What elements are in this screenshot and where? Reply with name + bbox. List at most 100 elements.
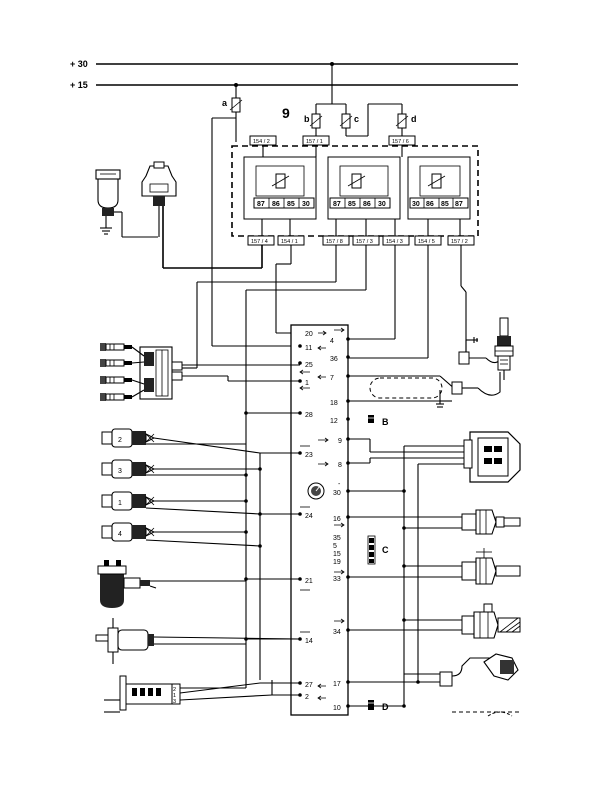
ecu-pin-15: 15	[333, 551, 341, 558]
gauge-icon	[307, 482, 325, 500]
ecu-pin-25: 25	[305, 362, 313, 369]
air-temp-sensor	[348, 548, 521, 585]
relay-1-pin-87: 87	[257, 201, 265, 208]
throttle-pin-3: 3	[173, 699, 176, 705]
ecu-pin-5: 5	[333, 543, 337, 550]
ecu-pin-30: 30	[333, 490, 341, 497]
fuse-c-label: c	[354, 114, 359, 124]
injector-1-number: 1	[118, 500, 122, 507]
ecu-pin-9: 9	[338, 438, 342, 445]
spark-plug-4-icon	[100, 389, 145, 401]
ecu-pin-28: 28	[305, 412, 313, 419]
ecu-pin-35: 35	[333, 535, 341, 542]
throttle-pin-2: 1	[173, 693, 176, 699]
fuel-pump-assembly	[95, 161, 263, 269]
ecu-pin-7: 7	[330, 375, 334, 382]
rail-15-label: + 15	[70, 80, 88, 90]
purge-valve-icon	[97, 560, 246, 608]
spark-plug-2-icon	[100, 359, 145, 367]
ecu-body	[290, 324, 349, 716]
ignition-coil	[139, 346, 300, 400]
fuses: a b c d 9	[211, 64, 417, 346]
bottom-connector-1	[247, 235, 275, 246]
fuse-d-label: d	[411, 114, 417, 124]
bottom-connector-3-label: 157 / 8	[326, 239, 343, 245]
top-connector-2-label: 157 / 1	[306, 139, 323, 145]
ecu-left-pins: 20 11 25 1 28 23 24 21 14 27 2	[298, 330, 327, 701]
injector-2: 2	[101, 428, 261, 454]
ecu-pin-18: 18	[330, 400, 338, 407]
injector-3: 3	[101, 459, 262, 479]
relay-2-pin-30: 30	[378, 201, 386, 208]
air-temp-sensor-icon	[461, 548, 521, 585]
connector-c-label: C	[382, 545, 389, 555]
ecu-pin-21: 21	[305, 578, 313, 585]
throttle-sensor-icon: 2 1 3	[104, 675, 273, 713]
oxygen-sensor-icon	[494, 317, 514, 380]
relay-3-pin-85: 85	[441, 201, 449, 208]
top-connector-1-label: 154 / 2	[253, 139, 270, 145]
ecu-pin-11: 11	[305, 345, 312, 352]
injector-4: 4	[101, 522, 262, 548]
relay-2-pin-87: 87	[333, 201, 341, 208]
bottom-connector-7-label: 157 / 2	[451, 239, 468, 245]
connector-d-label: D	[382, 702, 389, 712]
top-connectors: 154 / 2 157 / 1 157 / 6	[249, 135, 416, 146]
relay-block: 87 86 85 30 87 85 86 30	[231, 145, 479, 237]
partial-outline	[452, 711, 520, 717]
ecu-pin-36: 36	[330, 356, 338, 363]
injectors: 2 3 1	[101, 428, 262, 548]
fuel-filter-icon	[95, 169, 158, 238]
ecu-pin-12: 12	[330, 418, 338, 425]
bottom-connector-1-label: 157 / 4	[251, 239, 268, 245]
relay-block-label: 9	[282, 105, 290, 121]
relay-1-pin-30: 30	[302, 201, 310, 208]
throttle-pin-1: 2	[173, 687, 176, 693]
relay-1-pin-86: 86	[272, 201, 280, 208]
fuse-b-label: b	[304, 114, 310, 124]
coolant-sensor	[348, 489, 521, 535]
fuse-a-label: a	[222, 98, 228, 108]
spark-plug-3-icon	[100, 376, 145, 385]
ecu-pin-8: 8	[338, 462, 342, 469]
injector-3-number: 3	[118, 468, 122, 475]
ecu-pin-27: 27	[305, 682, 313, 689]
relay-3-pin-86: 86	[426, 201, 434, 208]
relay-2: 87 85 86 30	[327, 156, 401, 220]
relay-3: 30 86 85 87	[407, 156, 471, 220]
ecu-pin-4: 4	[330, 338, 334, 345]
relay-1-pin-85: 85	[287, 201, 295, 208]
relay-3-pin-87: 87	[455, 201, 463, 208]
ecu-pin-14: 14	[305, 638, 313, 645]
temperature-sensor-icon	[461, 509, 521, 535]
ecu-pin-1: 1	[305, 380, 309, 387]
knock-sensor-icon	[461, 603, 521, 639]
ecu-pin-23: 23	[305, 452, 313, 459]
bottom-connector-6-label: 154 / 5	[418, 239, 435, 245]
ecu-unit	[290, 324, 349, 716]
airflow-meter-icon	[463, 431, 521, 483]
idle-valve-icon	[95, 618, 301, 664]
relay-3-pin-30: 30	[412, 201, 420, 208]
ecu-pin-20: 20	[305, 331, 313, 338]
ecu-pin-24: 24	[305, 513, 313, 520]
relay-2-pin-85: 85	[348, 201, 356, 208]
injector-2-number: 2	[118, 437, 122, 444]
bottom-connector-5	[382, 235, 410, 246]
ecu-pin-19: 19	[333, 559, 341, 566]
bottom-connector-5-label: 154 / 3	[386, 239, 403, 245]
relay-2-pin-86: 86	[363, 201, 371, 208]
ecu-pin-34: 34	[333, 629, 341, 636]
ecu-pin-33: 33	[333, 576, 341, 583]
power-rails: + 30 + 15	[70, 59, 518, 90]
injector-4-number: 4	[118, 531, 122, 538]
speed-sensor-icon	[439, 653, 519, 687]
lambda-sensor	[348, 317, 514, 408]
relay-1: 87 86 85 30	[243, 156, 317, 220]
ecu-pin-2: 2	[305, 694, 309, 701]
bottom-connectors: 157 / 4 154 / 1 157 / 8 157 / 3 154 / 3 …	[247, 235, 475, 246]
fuel-pump-icon	[141, 161, 263, 269]
ecu-mark-minus: -	[338, 481, 341, 488]
ecu-right-pins: 4 36 7 18 12 9 8 - 30 16 35 5 15 19 33 3…	[317, 327, 389, 712]
